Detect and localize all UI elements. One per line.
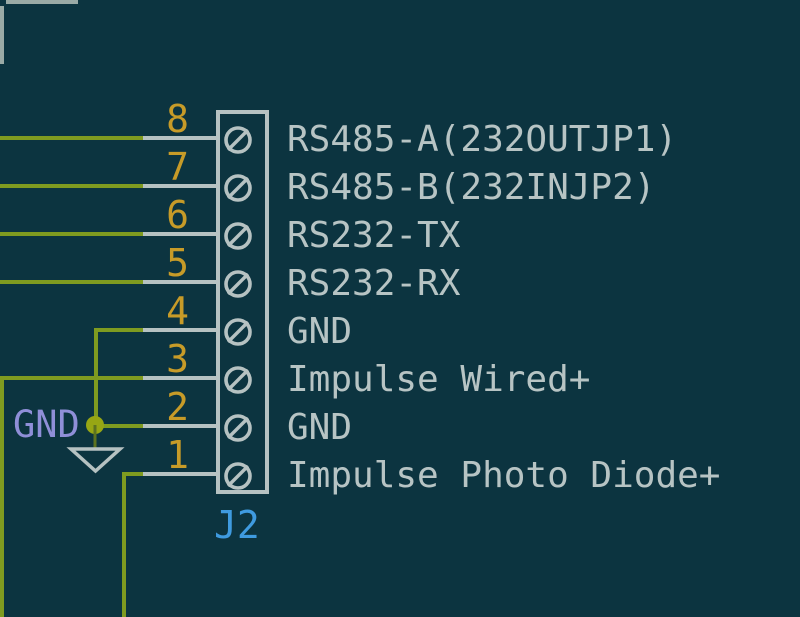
pin-number: 7 <box>166 145 189 189</box>
pin-number: 3 <box>166 337 189 381</box>
screw-terminal-icon <box>224 174 252 202</box>
net-label[interactable]: RS232-TX <box>287 215 461 256</box>
net-label[interactable]: RS485-A(232OUTJP1) <box>287 119 677 160</box>
screw-terminal-icon <box>224 126 252 154</box>
screw-terminal-icon <box>224 366 252 394</box>
pin-number: 4 <box>166 289 189 333</box>
screw-slash-icon <box>226 176 250 200</box>
wire[interactable] <box>122 472 144 617</box>
pin-number: 6 <box>166 193 189 237</box>
screw-slash-icon <box>226 416 250 440</box>
screw-terminal-icon <box>224 270 252 298</box>
pin-number: 2 <box>166 385 189 429</box>
net-label[interactable]: RS232-RX <box>287 263 461 304</box>
net-label[interactable]: GND <box>287 407 352 448</box>
net-label[interactable]: Impulse Photo Diode+ <box>287 455 720 496</box>
power-net-label[interactable]: GND <box>13 403 80 446</box>
screw-terminal-icon <box>224 462 252 490</box>
screw-slash-icon <box>226 128 250 152</box>
gnd-symbol[interactable] <box>66 447 125 474</box>
pin-number: 5 <box>166 241 189 285</box>
screw-slash-icon <box>226 320 250 344</box>
screw-terminal-icon <box>224 222 252 250</box>
connector-body[interactable] <box>216 110 269 494</box>
sheet-corner-marker <box>6 0 78 4</box>
screw-terminal-icon <box>224 318 252 346</box>
wire[interactable] <box>94 328 144 425</box>
screw-terminal-icon <box>224 414 252 442</box>
net-label[interactable]: GND <box>287 311 352 352</box>
pin-number: 8 <box>166 97 189 141</box>
net-label[interactable]: RS485-B(232INJP2) <box>287 167 655 208</box>
screw-slash-icon <box>226 224 250 248</box>
wire[interactable] <box>0 376 144 617</box>
screw-slash-icon <box>226 464 250 488</box>
screw-slash-icon <box>226 272 250 296</box>
net-label[interactable]: Impulse Wired+ <box>287 359 590 400</box>
sheet-corner-marker <box>0 6 4 64</box>
reference-designator[interactable]: J2 <box>214 503 260 547</box>
pin-number: 1 <box>166 433 189 477</box>
screw-slash-icon <box>226 368 250 392</box>
